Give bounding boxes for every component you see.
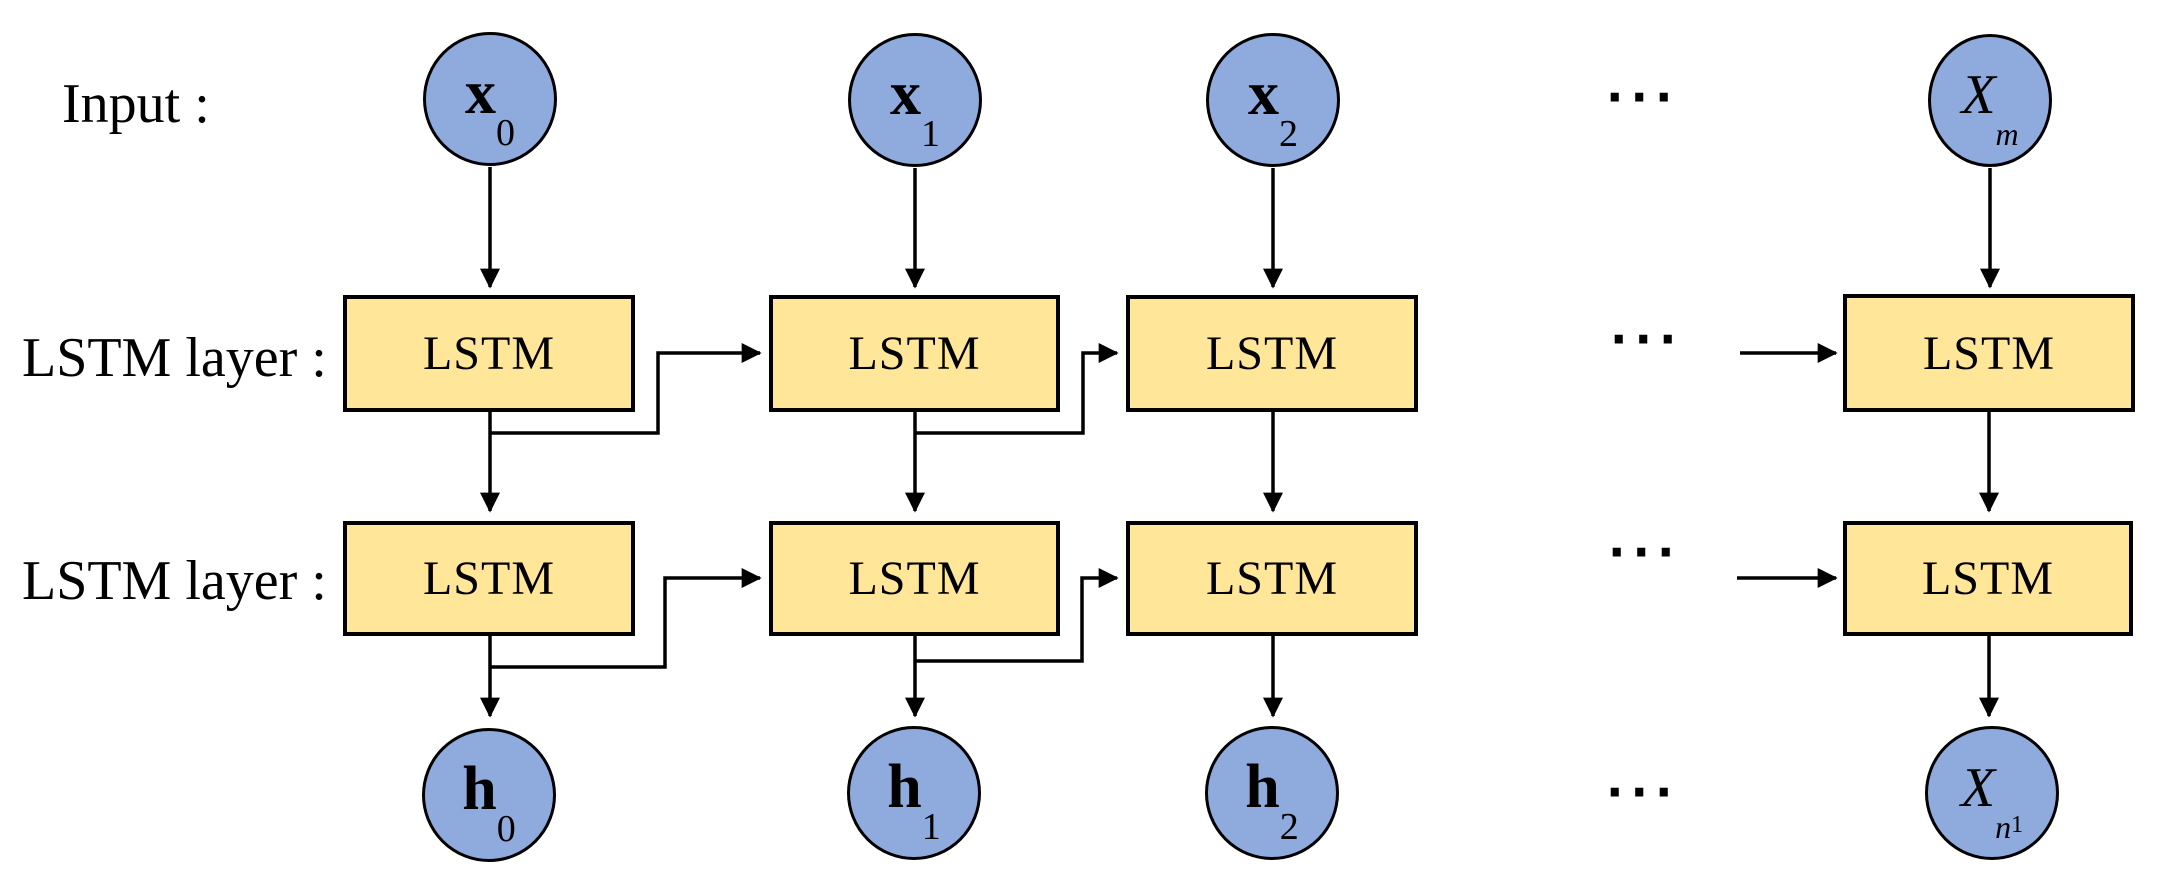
node-symbol: X (1961, 64, 1996, 126)
node-subscript: 1 (921, 806, 941, 848)
node-subscript: n (1995, 808, 2012, 845)
lstm-box-label: LSTM (422, 327, 555, 380)
lstm-box-label: LSTM (848, 552, 981, 605)
node-subscript: 2 (1279, 806, 1299, 848)
node-symbol: x (465, 59, 496, 127)
node-subscript: 0 (496, 808, 516, 850)
lstm-box-layer1-t0: LSTM (343, 295, 635, 412)
node-symbol: x (1248, 60, 1279, 128)
arrow-recurrent-l1-t0-t1 (490, 343, 762, 435)
output-node-h2: h2 (1205, 726, 1339, 860)
lstm-box-label: LSTM (1205, 552, 1338, 605)
arrow-recurrent-l1-t1-t2 (915, 343, 1119, 435)
node-subscript: 2 (1279, 113, 1298, 155)
arrow-recurrent-l2-t0-t1 (490, 568, 762, 669)
lstm-box-layer2-t2: LSTM (1126, 521, 1418, 636)
lstm-box-label: LSTM (1205, 327, 1338, 380)
node-symbol: X (1960, 756, 1996, 819)
node-symbol: x (890, 60, 921, 128)
lstm-layer-2-label: LSTM layer : (22, 550, 327, 612)
node-subscript: 1 (921, 113, 940, 155)
node-sub-subscript: 1 (2011, 811, 2024, 838)
lstm-box-label: LSTM (1921, 552, 2054, 605)
node-subscript: 0 (496, 112, 515, 154)
input-node-x0: x0 (423, 32, 557, 166)
output-node-xn1: Xn1 (1925, 726, 2059, 860)
input-row-label: Input : (62, 73, 210, 135)
node-subscript: m (1995, 116, 2019, 152)
node-symbol: h (1245, 753, 1280, 821)
output-node-h1: h1 (847, 726, 981, 860)
lstm-layer-1-label: LSTM layer : (22, 327, 327, 389)
node-symbol: h (462, 755, 497, 823)
ellipsis-output-row: ··· (1606, 765, 1680, 819)
lstm-box-layer2-t1: LSTM (769, 521, 1060, 636)
ellipsis-layer2-row: ··· (1608, 525, 1682, 579)
lstm-box-layer1-tn: LSTM (1843, 294, 2135, 412)
lstm-box-layer1-t2: LSTM (1126, 295, 1418, 412)
lstm-box-label: LSTM (1922, 326, 2055, 380)
input-node-x2: x2 (1206, 33, 1340, 167)
lstm-box-label: LSTM (422, 552, 555, 605)
ellipsis-layer1-row: ··· (1610, 312, 1684, 366)
output-node-h0: h0 (422, 728, 556, 862)
node-symbol: h (887, 753, 922, 821)
arrow-recurrent-l2-t1-t2 (915, 568, 1119, 663)
lstm-box-layer2-t0: LSTM (343, 521, 635, 636)
lstm-box-layer2-tn: LSTM (1843, 521, 2133, 636)
input-node-x1: x1 (848, 33, 982, 167)
ellipsis-input-row: ··· (1606, 70, 1680, 124)
input-node-xm: Xm (1928, 34, 2052, 167)
lstm-box-layer1-t1: LSTM (769, 295, 1060, 412)
lstm-box-label: LSTM (848, 327, 981, 380)
